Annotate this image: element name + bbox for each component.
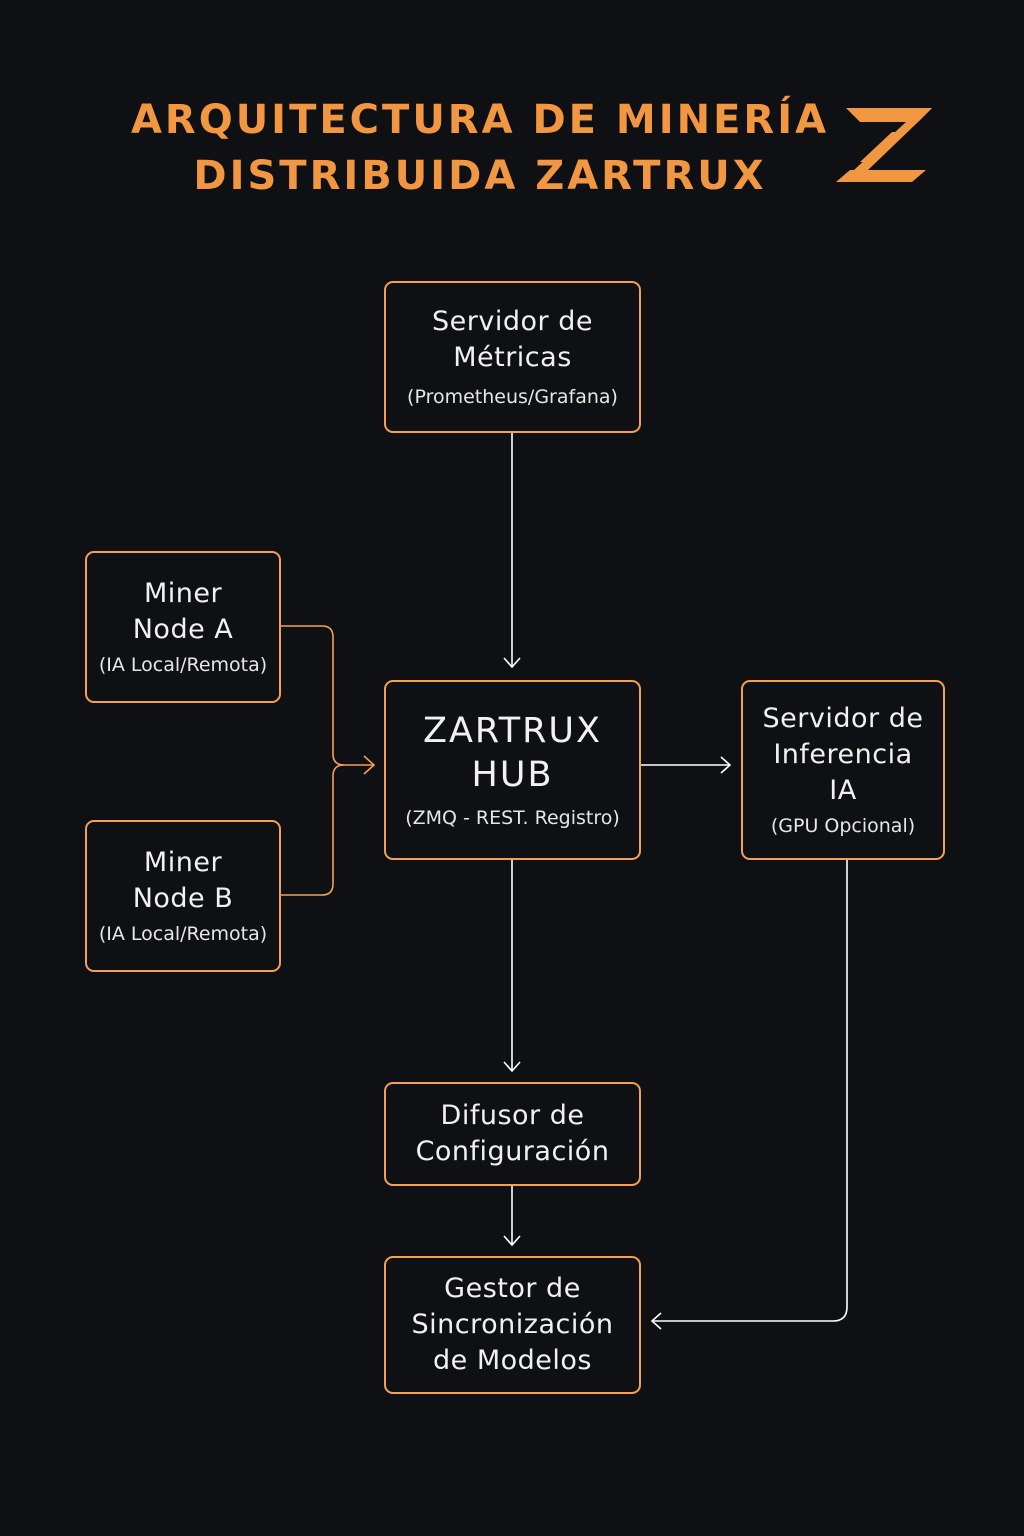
- title-line-2: DISTRIBUIDA ZARTRUX: [193, 153, 767, 199]
- edge-hub-to-diffuser: [503, 860, 521, 1073]
- node-config-diffuser: Difusor de Configuración: [384, 1082, 641, 1186]
- edge-metrics-to-hub: [503, 433, 521, 669]
- node-label: ZARTRUX HUB: [423, 711, 602, 795]
- zartrux-logo-icon: [836, 108, 932, 182]
- node-inference-server: Servidor de Inferencia IA (GPU Opcional): [741, 680, 945, 860]
- node-sublabel: (IA Local/Remota): [98, 923, 268, 945]
- edge-inference-to-sync: [650, 860, 848, 1330]
- node-label: Servidor de Métricas: [432, 306, 593, 373]
- node-metrics-server: Servidor de Métricas (Prometheus/Grafana…: [384, 281, 641, 433]
- node-miner-b: Miner Node B (IA Local/Remota): [85, 820, 281, 972]
- node-sublabel: (ZMQ - REST. Registro): [405, 807, 620, 829]
- node-sublabel: (Prometheus/Grafana): [407, 386, 618, 408]
- node-sublabel: (GPU Opcional): [770, 815, 916, 837]
- node-label: Miner Node A: [132, 578, 234, 645]
- edge-hub-to-inference: [641, 756, 732, 774]
- node-label: Gestor de Sincronización de Modelos: [411, 1273, 614, 1376]
- node-zartrux-hub: ZARTRUX HUB (ZMQ - REST. Registro): [384, 680, 641, 860]
- node-label: Servidor de Inferencia IA: [762, 703, 924, 806]
- edge-diffuser-to-sync: [503, 1186, 521, 1247]
- node-label: Difusor de Configuración: [415, 1100, 610, 1167]
- title-line-1: ARQUITECTURA DE MINERÍA: [130, 97, 830, 143]
- diagram-title: ARQUITECTURA DE MINERÍA DISTRIBUIDA ZART…: [100, 92, 860, 204]
- edge-minerA-to-hub: [281, 625, 373, 766]
- node-model-sync-manager: Gestor de Sincronización de Modelos: [384, 1256, 641, 1394]
- node-sublabel: (IA Local/Remota): [98, 654, 268, 676]
- node-miner-a: Miner Node A (IA Local/Remota): [85, 551, 281, 703]
- edge-minerB-to-hub: [281, 755, 376, 896]
- node-label: Miner Node B: [132, 847, 234, 914]
